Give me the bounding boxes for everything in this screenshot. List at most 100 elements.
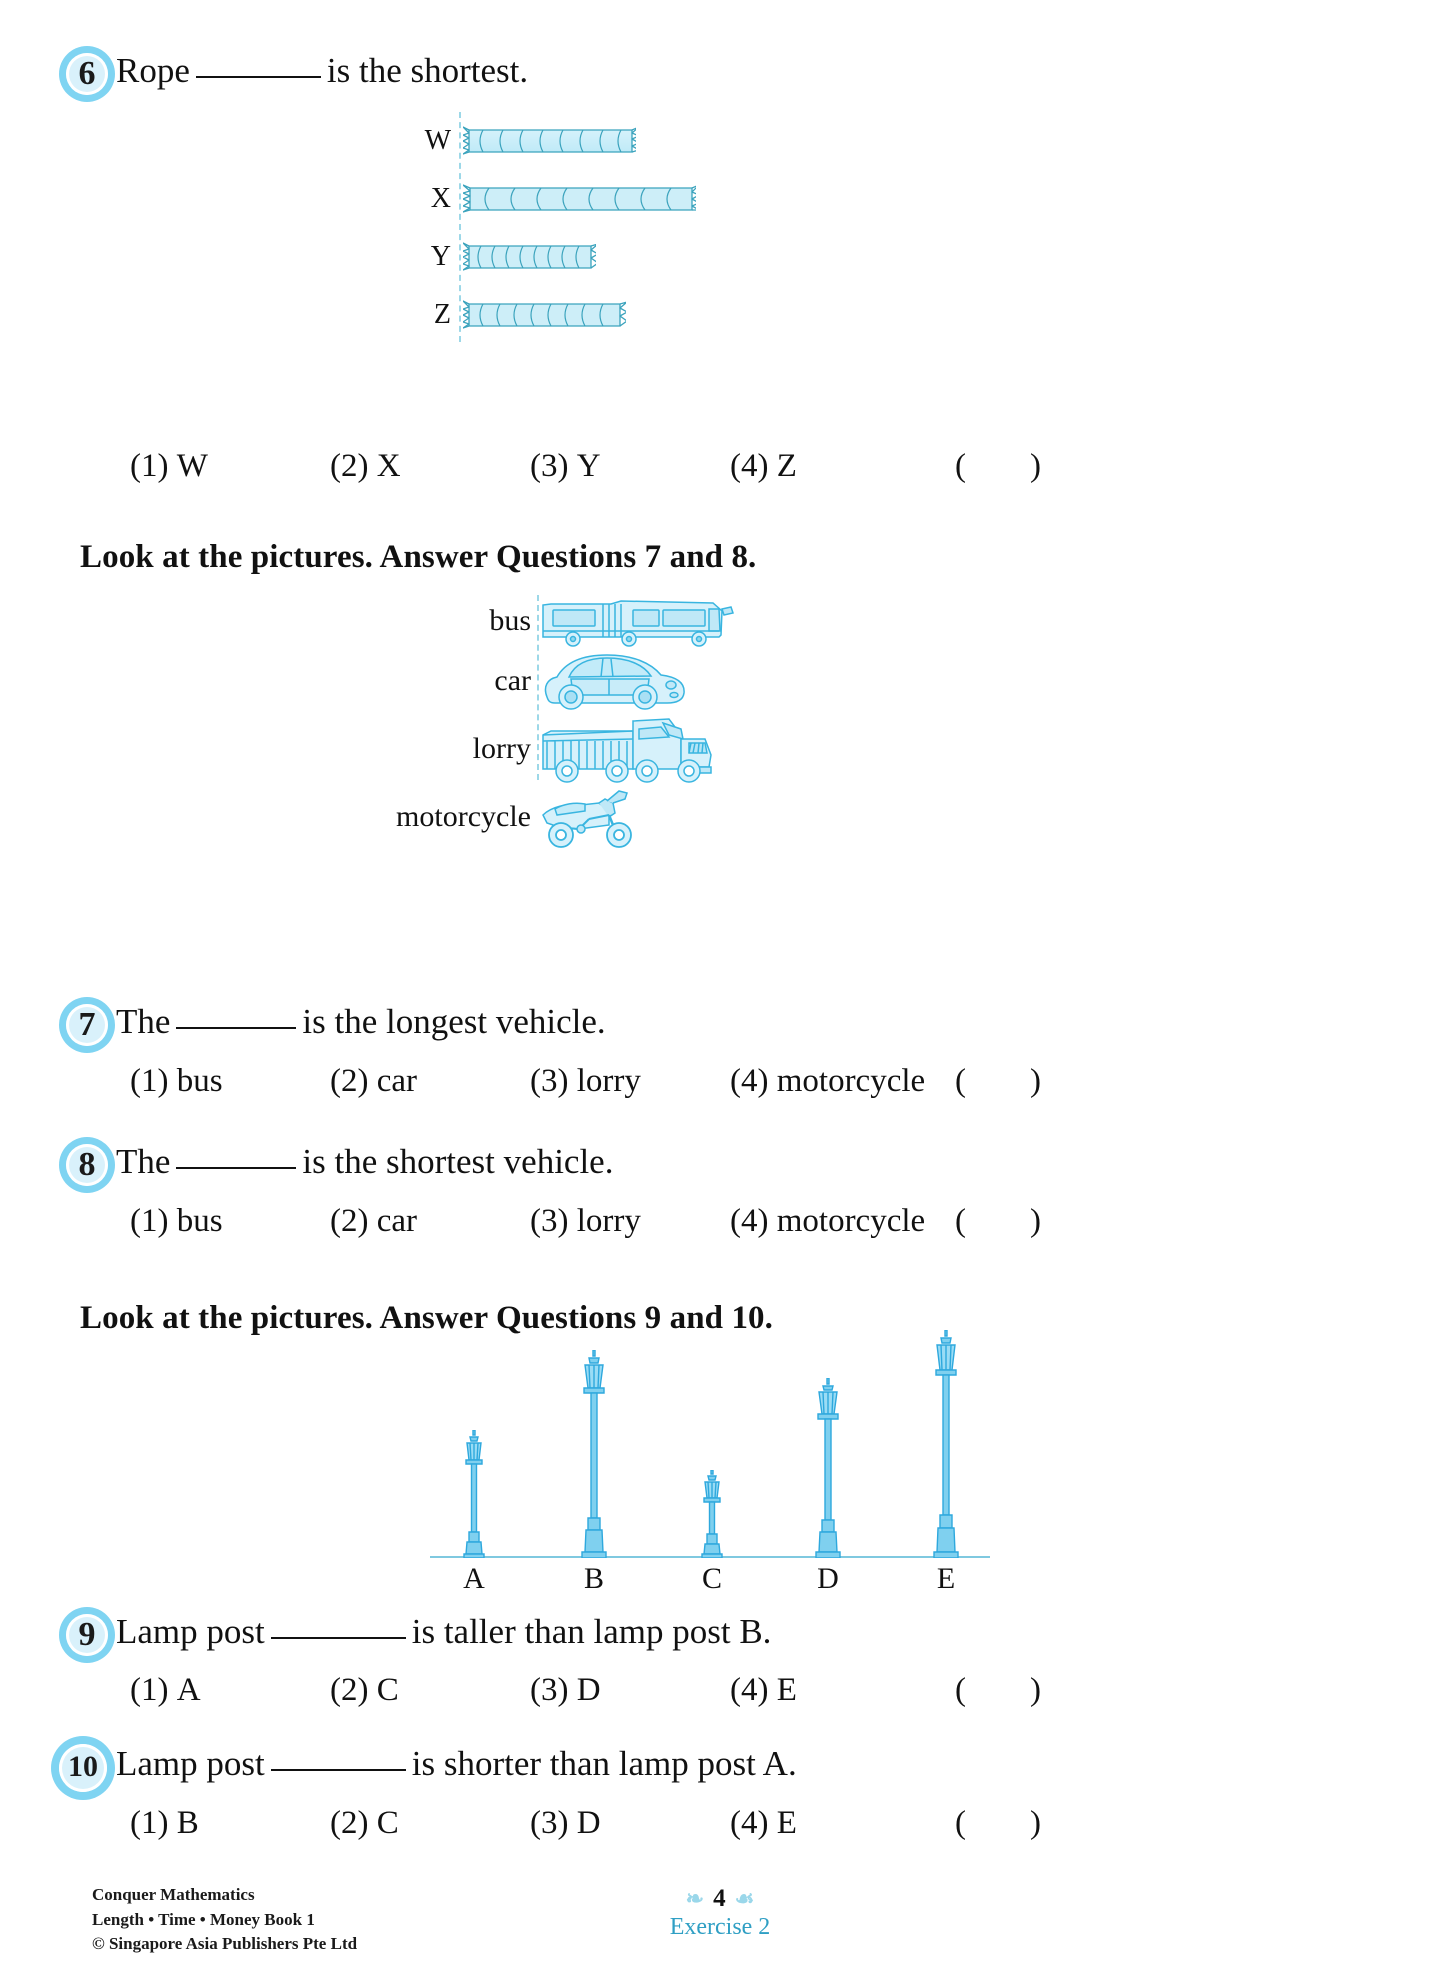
q9-answer-bracket-close: ) — [1030, 1672, 1041, 1708]
q7-option-4[interactable]: (4) motorcycle — [730, 1063, 926, 1099]
lamppost-a: A — [457, 1429, 491, 1595]
page-number: 4 — [713, 1885, 726, 1912]
q8-answer-blank[interactable] — [176, 1167, 297, 1169]
question-number-badge-10: 10 — [50, 1736, 116, 1800]
lamppost-label-b: B — [583, 1562, 605, 1595]
q9-answer-blank[interactable] — [270, 1637, 406, 1639]
footer-page-info: ❧ 4 ☙ Exercise 2 — [600, 1885, 840, 1941]
q9-option-3[interactable]: (3) D — [530, 1672, 601, 1708]
lamppost-c: C — [697, 1469, 727, 1595]
flourish-left-icon: ❧ — [685, 1886, 705, 1911]
q7-option-1[interactable]: (1) bus — [130, 1063, 223, 1099]
q10-option-3[interactable]: (3) D — [530, 1805, 601, 1841]
q7-option-3[interactable]: (3) lorry — [530, 1063, 641, 1099]
lamppost-icon-b — [581, 1349, 607, 1559]
lorry-icon — [542, 718, 712, 783]
q8-option-3[interactable]: (3) lorry — [530, 1203, 641, 1239]
lamppost-d: D — [809, 1377, 847, 1595]
lamppost-icon-e — [933, 1329, 959, 1559]
q9-option-1[interactable]: (1) A — [130, 1672, 201, 1708]
q7-answer-bracket-close: ) — [1030, 1063, 1041, 1099]
question-9-text: Lamp post is taller than lamp post B. — [116, 1606, 771, 1654]
exercise-label: Exercise 2 — [669, 1914, 771, 1940]
lamppost-e: E — [925, 1329, 967, 1595]
q10-option-4[interactable]: (4) E — [730, 1805, 797, 1841]
vehicle-length-diagram: bus car — [396, 595, 857, 848]
q7-text-after: is the longest vehicle. — [302, 1002, 606, 1041]
lamppost-icon-d — [815, 1377, 841, 1559]
q6-answer-bracket-open: ( — [955, 448, 966, 484]
rope-graphic-w — [463, 126, 636, 155]
q8-option-1[interactable]: (1) bus — [130, 1203, 223, 1239]
q10-answer-blank[interactable] — [270, 1769, 406, 1771]
q6-option-2[interactable]: (2) X — [330, 448, 401, 484]
footer-line-subtitle: Length • Time • Money Book 1 — [92, 1909, 315, 1929]
question-6-text: Rope is the shortest. — [116, 45, 528, 93]
question-number-badge-8: 8 — [58, 1136, 116, 1194]
q8-answer-bracket-open: ( — [955, 1203, 966, 1239]
q8-text-after: is the shortest vehicle. — [302, 1142, 614, 1181]
q10-text-before: Lamp post — [116, 1744, 265, 1783]
q6-option-3[interactable]: (3) Y — [530, 448, 601, 484]
q6-option-1[interactable]: (1) W — [130, 448, 208, 484]
rope-bar-x: X — [431, 184, 696, 214]
q6-text-before: Rope — [116, 51, 190, 90]
bus-icon — [542, 600, 734, 647]
q7-answer-blank[interactable] — [176, 1027, 297, 1029]
q6-option-4[interactable]: (4) Z — [730, 448, 797, 484]
page-number-row: ❧ 4 ☙ — [600, 1885, 840, 1913]
rope-label-x: X — [430, 183, 451, 214]
lamppost-label-e: E — [936, 1562, 956, 1595]
q9-text-after: is taller than lamp post B. — [411, 1612, 772, 1651]
instruction-questions-7-8: Look at the pictures. Answer Questions 7… — [80, 539, 757, 575]
motorcycle-icon — [542, 790, 632, 848]
question-8: 8 The is the shortest vehicle. — [58, 1136, 613, 1194]
q9-answer-bracket-open: ( — [955, 1672, 966, 1708]
q10-option-1[interactable]: (1) B — [130, 1805, 199, 1841]
vehicle-label-motorcycle: motorcycle — [396, 800, 531, 833]
lamppost-icon-c — [701, 1469, 723, 1559]
q6-answer-bracket-close: ) — [1030, 448, 1041, 484]
rope-bar-w: W — [425, 126, 636, 156]
q10-answer-bracket-open: ( — [955, 1805, 966, 1841]
vehicle-label-lorry: lorry — [472, 732, 531, 765]
q10-answer-bracket-close: ) — [1030, 1805, 1041, 1841]
instruction-questions-9-10: Look at the pictures. Answer Questions 9… — [80, 1300, 773, 1336]
rope-label-z: Z — [433, 299, 451, 330]
footer-line-title: Conquer Mathematics — [92, 1885, 255, 1904]
q7-answer-bracket-open: ( — [955, 1063, 966, 1099]
rope-label-y: Y — [430, 241, 451, 272]
q9-text-before: Lamp post — [116, 1612, 265, 1651]
q7-text-before: The — [116, 1002, 171, 1041]
rope-length-diagram: W X — [425, 112, 779, 342]
q6-answer-blank[interactable] — [195, 76, 321, 78]
vehicle-label-car: car — [494, 664, 531, 697]
rope-bar-z: Z — [434, 300, 626, 330]
q8-option-2[interactable]: (2) car — [330, 1203, 418, 1239]
q9-option-2[interactable]: (2) C — [330, 1672, 399, 1708]
lamppost-height-diagram: A B — [430, 1329, 990, 1600]
footer-line-copyright: © Singapore Asia Publishers Pte Ltd — [92, 1934, 358, 1954]
rope-bar-y: Y — [431, 242, 596, 272]
flourish-right-icon: ☙ — [734, 1886, 755, 1911]
q8-option-4[interactable]: (4) motorcycle — [730, 1203, 926, 1239]
q6-text-after: is the shortest. — [326, 51, 529, 90]
q9-option-4[interactable]: (4) E — [730, 1672, 797, 1708]
question-7-text: The is the longest vehicle. — [116, 996, 606, 1044]
lamppost-b: B — [574, 1349, 614, 1595]
vehicle-row-bus: bus — [489, 595, 737, 647]
q10-option-2[interactable]: (2) C — [330, 1805, 399, 1841]
lamppost-label-c: C — [701, 1562, 723, 1595]
q8-text-before: The — [116, 1142, 171, 1181]
vehicle-baseline-dashed — [537, 595, 539, 780]
rope-graphic-x — [463, 184, 696, 213]
lamppost-icon-a — [463, 1429, 485, 1559]
q7-option-2[interactable]: (2) car — [330, 1063, 418, 1099]
vehicle-row-lorry: lorry — [473, 713, 713, 785]
rope-graphic-y — [463, 242, 596, 271]
